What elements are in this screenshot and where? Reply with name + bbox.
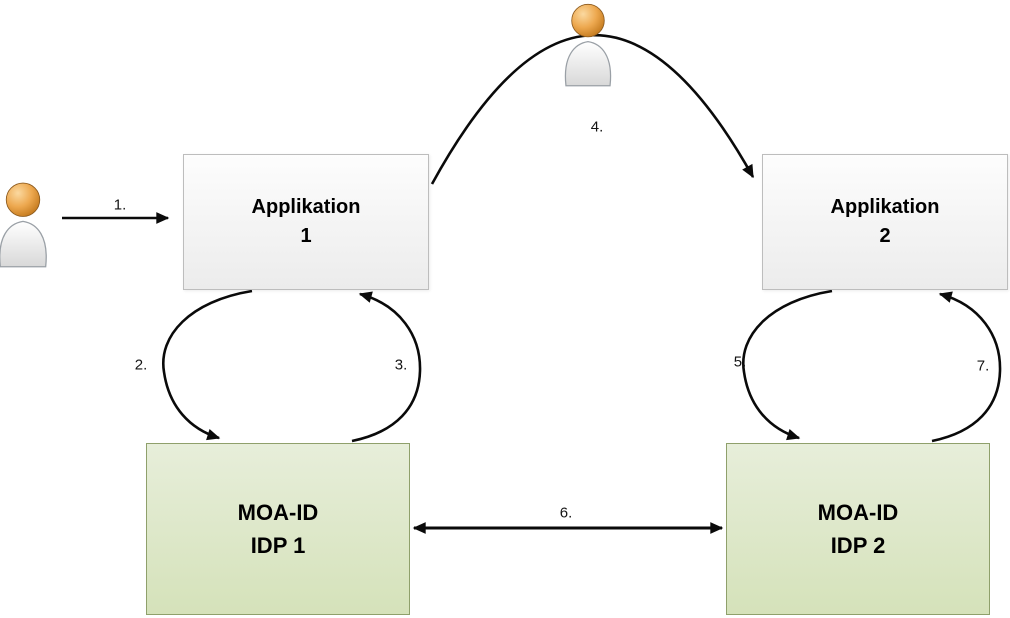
step-label-4: 4. [590,118,604,136]
arrow-step-3 [351,291,422,443]
node-moa-id-idp-2-line1: MOA-ID [817,500,899,525]
user-icon-top [564,3,612,87]
arrow-step-7 [931,291,1002,443]
node-applikation-2-line1: Applikation [830,196,940,218]
step-label-5: 5. [733,353,747,371]
user-icon-left [0,182,47,268]
step-label-2: 2. [134,356,148,374]
node-applikation-2-line2: 2 [879,225,891,247]
arrow-step-5 [741,289,833,441]
node-moa-id-idp-1: MOA-ID IDP 1 [146,443,410,615]
node-applikation-1-line1: Applikation [251,196,361,218]
step-label-3: 3. [394,356,408,374]
node-moa-id-idp-1-line1: MOA-ID [237,500,319,525]
arrow-step-2 [161,289,253,441]
step-label-7: 7. [976,357,990,375]
node-moa-id-idp-1-line2: IDP 1 [250,533,306,558]
node-moa-id-idp-2: MOA-ID IDP 2 [726,443,990,615]
node-applikation-1: Applikation 1 [183,154,429,290]
step-label-6: 6. [559,504,573,522]
node-moa-id-idp-2-line2: IDP 2 [830,533,886,558]
node-applikation-2: Applikation 2 [762,154,1008,290]
step-label-1: 1. [113,196,127,214]
node-applikation-1-line2: 1 [300,225,312,247]
